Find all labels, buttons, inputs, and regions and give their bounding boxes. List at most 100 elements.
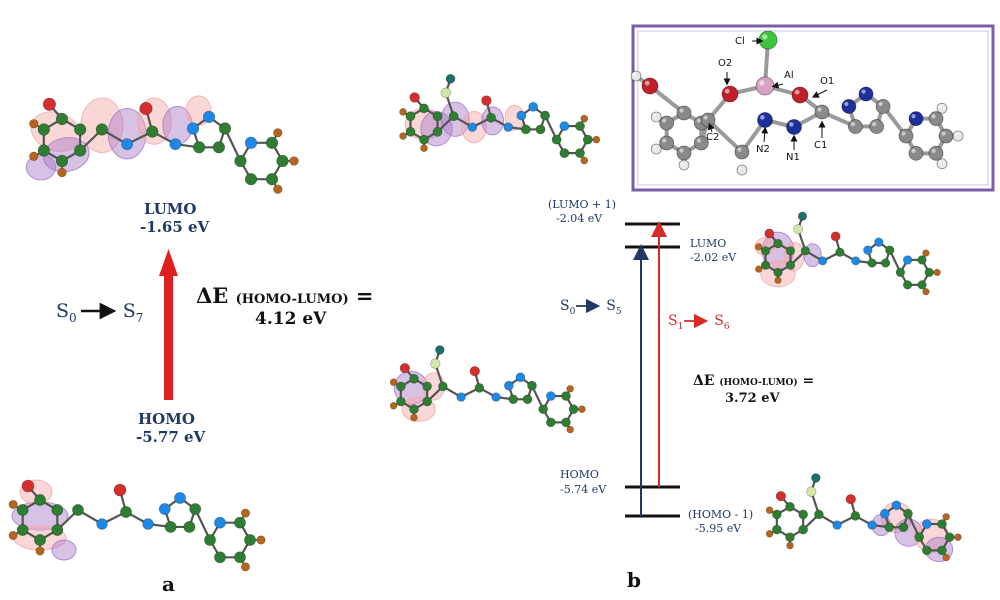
atom	[775, 491, 786, 502]
panel-b-homo-molecule	[389, 345, 586, 434]
atom	[895, 267, 906, 278]
inset-atom-highlight	[680, 161, 684, 165]
panel-a-homo-energy: -5.77 eV	[136, 428, 206, 446]
atom	[546, 391, 556, 401]
inset-atom-label-c1: C1	[814, 140, 827, 151]
atom	[8, 499, 18, 509]
atom	[884, 522, 895, 533]
panel-b-gap-label: ΔE (HOMO-LUMO) =	[693, 373, 815, 389]
inset-atom-highlight	[662, 118, 667, 123]
atom	[448, 111, 459, 122]
atom	[755, 243, 763, 251]
atom	[273, 128, 283, 138]
atom	[399, 363, 410, 374]
inset-atom-highlight	[760, 115, 765, 120]
atom	[830, 231, 841, 242]
inset-atom	[676, 145, 692, 161]
inset-atom-label-cl: Cl	[735, 36, 745, 47]
atom	[503, 122, 513, 132]
inset-atom-highlight	[644, 80, 650, 86]
atom	[218, 122, 232, 135]
atom	[942, 513, 950, 521]
atom	[214, 551, 226, 564]
panel-a-label: a	[162, 572, 175, 596]
atom	[540, 110, 550, 121]
atom	[113, 483, 127, 497]
panel-b-lumo-plus1-molecule	[399, 73, 601, 165]
atom	[491, 392, 501, 402]
atom	[867, 258, 877, 268]
atom	[922, 545, 932, 556]
inset-atom-label-o2: O2	[718, 58, 732, 69]
inset-atom-highlight	[954, 132, 958, 136]
inset-atom	[928, 111, 944, 127]
inset-atom-highlight	[861, 89, 866, 94]
inset-atom-highlight	[632, 72, 636, 76]
atom	[438, 381, 448, 392]
inset-atom	[641, 77, 659, 95]
panel-b-transition-2-label: S1 S6	[668, 313, 730, 332]
atom	[29, 151, 39, 161]
inset-atom	[734, 144, 750, 160]
panel-a-gap-value: 4.12 eV	[255, 309, 327, 329]
atom	[580, 114, 589, 123]
inset-pointer	[771, 81, 784, 89]
inset-atom	[928, 145, 944, 161]
inset-atom-label-n2: N2	[756, 144, 770, 155]
atom	[832, 520, 842, 530]
inset-atom-highlight	[703, 115, 708, 120]
atom	[55, 112, 69, 126]
atom	[874, 237, 884, 247]
inset-atom-highlight	[679, 108, 684, 113]
atom	[16, 504, 29, 516]
inset-atom	[875, 99, 891, 114]
panel-b-homo-minus1-molecule	[765, 473, 962, 563]
atom	[241, 508, 251, 518]
atom	[422, 396, 432, 407]
atom	[902, 255, 913, 265]
atom	[785, 246, 796, 256]
atom	[773, 238, 783, 249]
inset-atom	[858, 86, 874, 102]
atom	[146, 125, 159, 138]
inset-atom-highlight	[653, 113, 657, 117]
atom	[419, 103, 429, 114]
panel-b-homo-minus1-energy: -5.95 eV	[695, 522, 742, 535]
atom	[440, 87, 452, 99]
atom	[898, 522, 909, 533]
atom	[924, 267, 934, 278]
panel-a-homo-label: HOMO	[138, 410, 195, 428]
atom	[575, 148, 585, 158]
atom	[765, 530, 774, 538]
atom	[21, 479, 35, 493]
atom	[954, 533, 962, 541]
atom	[914, 532, 924, 542]
atom	[516, 110, 527, 121]
atom	[183, 521, 196, 533]
atom	[793, 224, 804, 235]
atom	[396, 381, 406, 392]
atom	[164, 521, 177, 533]
inset-atom-highlight	[762, 34, 768, 40]
atom	[51, 524, 64, 536]
atom	[419, 134, 429, 145]
atom	[575, 121, 585, 131]
atom	[773, 267, 783, 278]
atom	[120, 506, 132, 518]
atom	[917, 255, 927, 265]
atom	[551, 134, 562, 145]
atom	[885, 245, 895, 255]
atom	[474, 383, 485, 393]
atom	[800, 246, 810, 256]
atom	[566, 385, 574, 393]
atom	[561, 391, 571, 401]
atom	[785, 260, 796, 270]
atom	[566, 425, 574, 434]
inset-atom-highlight	[696, 138, 701, 143]
atom	[922, 519, 932, 529]
atom	[559, 121, 570, 131]
inset-atom	[736, 164, 748, 176]
inset-atom-highlight	[941, 131, 946, 136]
atom	[256, 535, 266, 545]
